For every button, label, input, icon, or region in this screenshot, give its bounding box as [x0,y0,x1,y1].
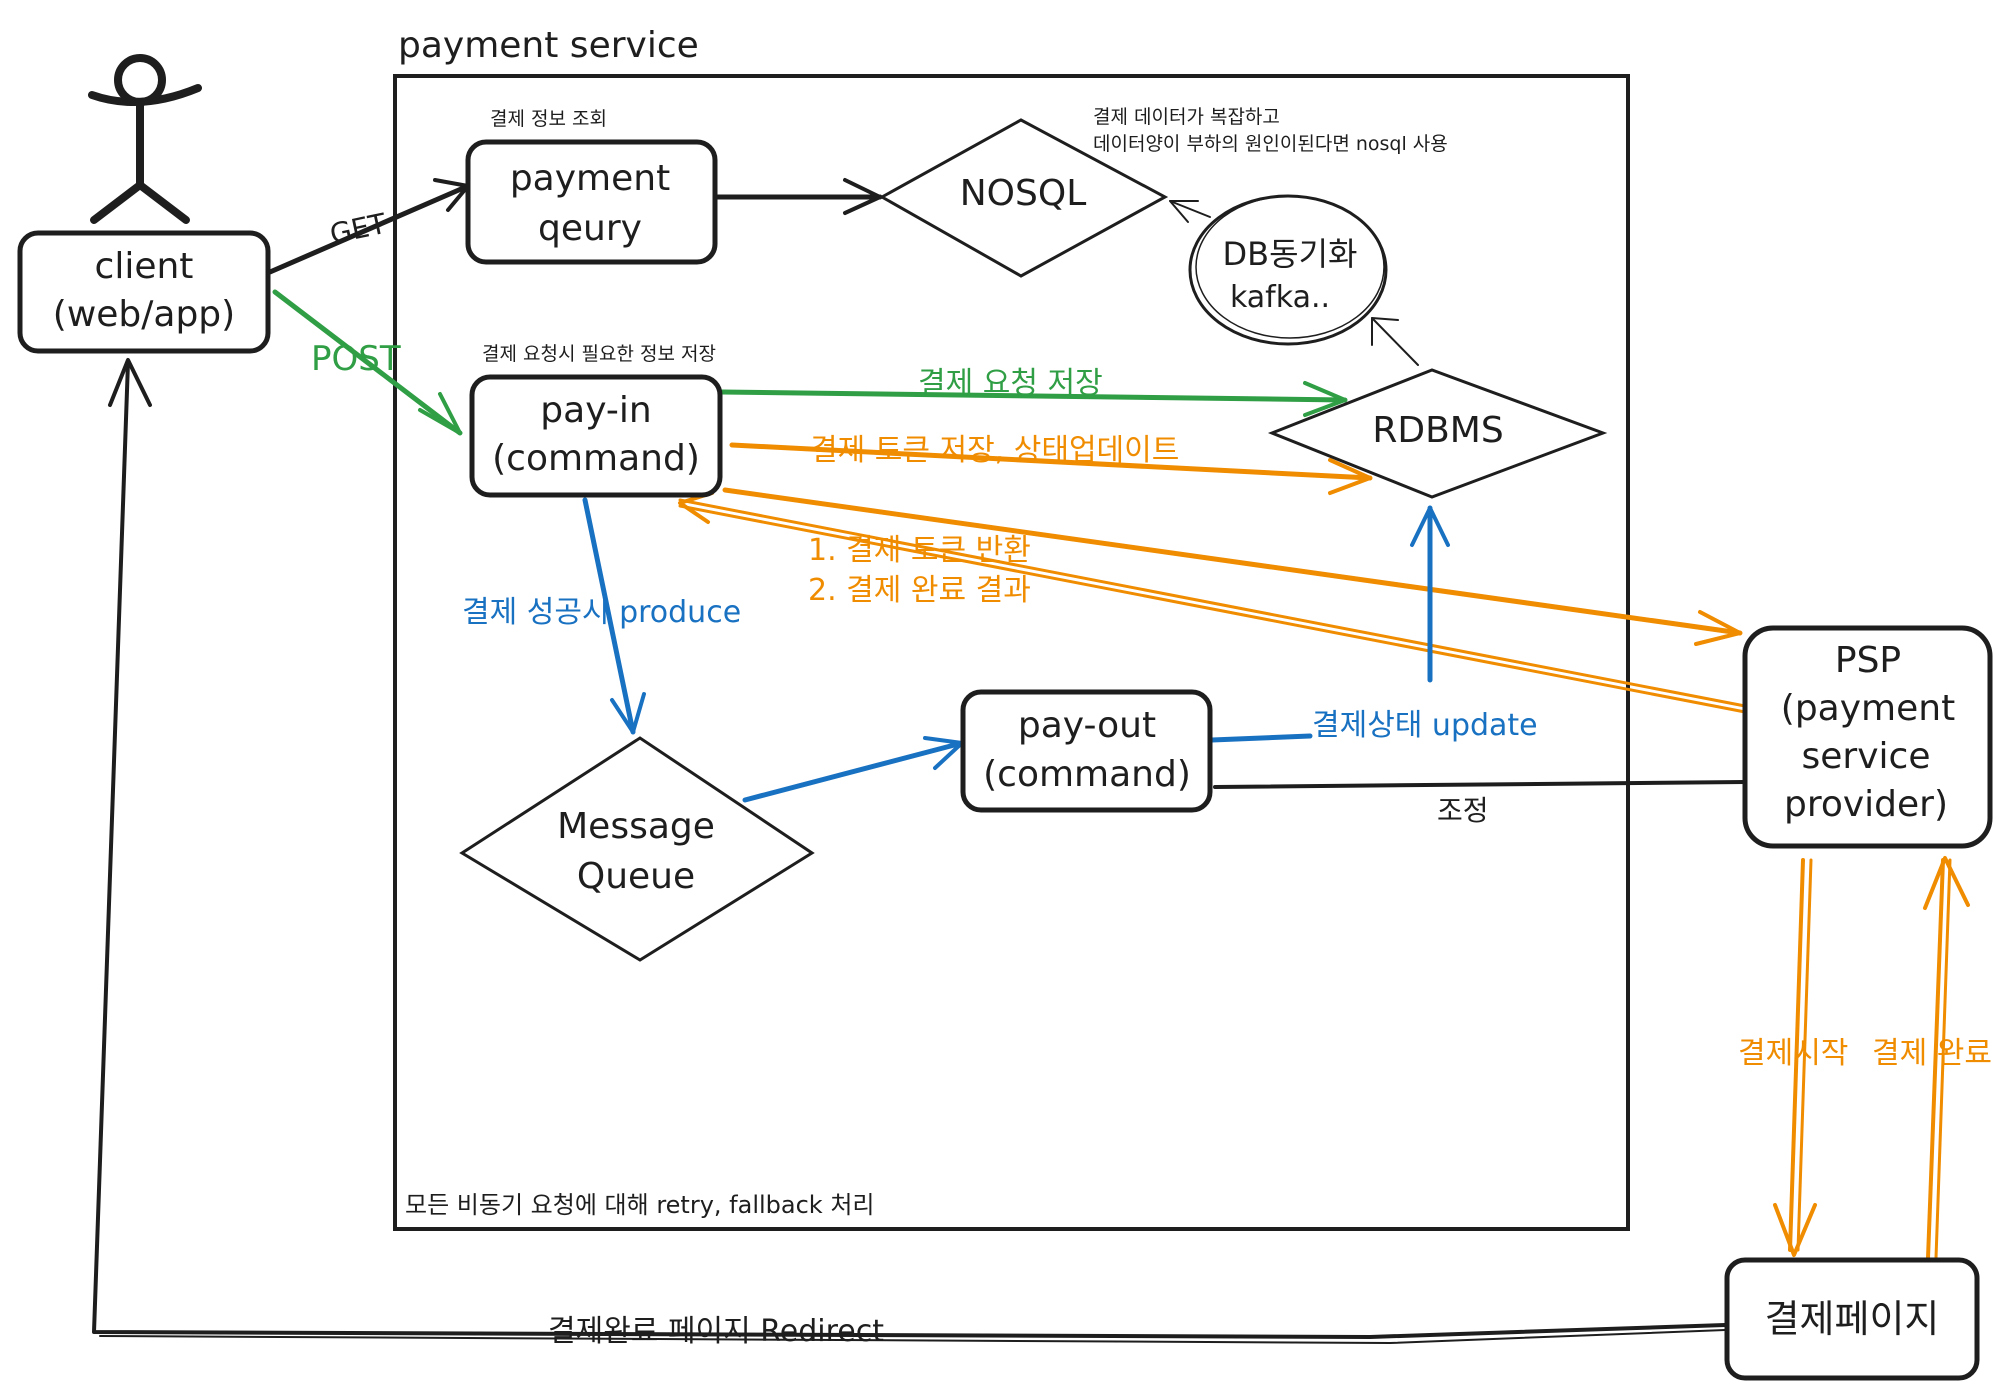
edge-label-redirect: 결제완료 페이지 Redirect [548,1314,884,1349]
db-sync-node: DB동기화 kafka.. [1188,194,1388,346]
payment-query-label-line1: payment [510,158,670,199]
edge-payin-psp [722,487,1743,636]
nosql-note-line2: 데이터양이 부하의 원인이된다면 nosql 사용 [1093,133,1448,155]
psp-label-line4: provider) [1784,784,1948,825]
edge-label-status-update: 결제상태 update [1312,708,1538,743]
edge-sync-nosql [1169,200,1211,218]
stick-figure-icon [88,54,202,224]
edge-label-complete-payment: 결제 완료 [1872,1036,1992,1071]
edge-redirect [92,360,1727,1339]
payment-query-note: 결제 정보 조회 [490,108,607,130]
client-label-line1: client [95,246,194,287]
edge-mq-payout [742,740,965,803]
service-footer: 모든 비동기 요청에 대해 retry, fallback 처리 [405,1191,874,1219]
psp-label-line1: PSP [1835,640,1901,681]
psp-label-line2: (payment [1781,688,1955,729]
client-node: client (web/app) [17,230,271,354]
pay-in-note: 결제 요청시 필요한 정보 저장 [482,343,716,365]
edge-status-update [1209,733,1313,743]
psp-label-line3: service [1802,736,1931,777]
edge-save-request [719,389,1348,403]
message-queue-label-line1: Message [557,806,715,847]
pay-out-label-line2: (command) [983,754,1191,795]
edge-psp-return [678,498,1747,708]
edge-post [272,289,463,436]
edge-label-get: GET [327,207,390,251]
edge-reconcile [1213,780,1747,789]
edge-label-start-payment: 결제시작 [1738,1036,1848,1071]
pay-in-label-line2: (command) [492,438,700,479]
edge-start-payment [1788,858,1805,1252]
payment-page-label: 결제페이지 [1765,1297,1940,1341]
rdbms-label: RDBMS [1372,410,1503,451]
edge-label-psp-return-2: 2. 결제 완료 결과 [808,573,1031,608]
db-sync-label-line1: DB동기화 [1223,235,1358,273]
nosql-label: NOSQL [960,173,1087,214]
db-sync-label-line2: kafka.. [1230,280,1330,315]
nosql-note-line1: 결제 데이터가 복잡하고 [1093,106,1280,128]
edge-save-token [729,442,1373,481]
edge-label-produce: 결제 성공시 produce [462,595,741,630]
pay-out-label-line1: pay-out [1018,705,1156,746]
edge-label-save-request: 결제 요청 저장 [918,366,1103,401]
pay-in-label-line1: pay-in [540,390,651,431]
edge-label-post: POST [311,339,401,379]
edges [92,178,1970,1344]
service-title: payment service [398,25,699,66]
edge-label-psp-return-1: 1. 결제 토큰 반환 [808,533,1031,568]
edge-label-reconcile: 조정 [1437,794,1489,827]
psp-node: PSP (payment service provider) [1742,625,1993,849]
pay-in-node: pay-in (command) [469,374,723,498]
payment-page-node: 결제페이지 [1724,1257,1980,1381]
nosql-node: NOSQL [878,118,1169,278]
client-label-line2: (web/app) [53,294,235,335]
edge-complete-payment [1926,858,1945,1260]
edge-label-save-token: 결제 토큰 저장, 상태업데이트 [810,433,1179,468]
rdbms-node: RDBMS [1267,368,1608,499]
edge-produce [582,497,636,735]
edge-rdbms-sync [1371,317,1419,366]
payment-query-label-line2: qeury [538,208,642,249]
message-queue-label-line2: Queue [577,856,695,897]
payment-service-boundary [393,74,1630,1231]
edge-get [267,183,471,275]
message-queue-node: Message Queue [459,736,815,962]
payment-query-node: payment qeury [465,139,718,265]
pay-out-node: pay-out (command) [960,689,1213,813]
